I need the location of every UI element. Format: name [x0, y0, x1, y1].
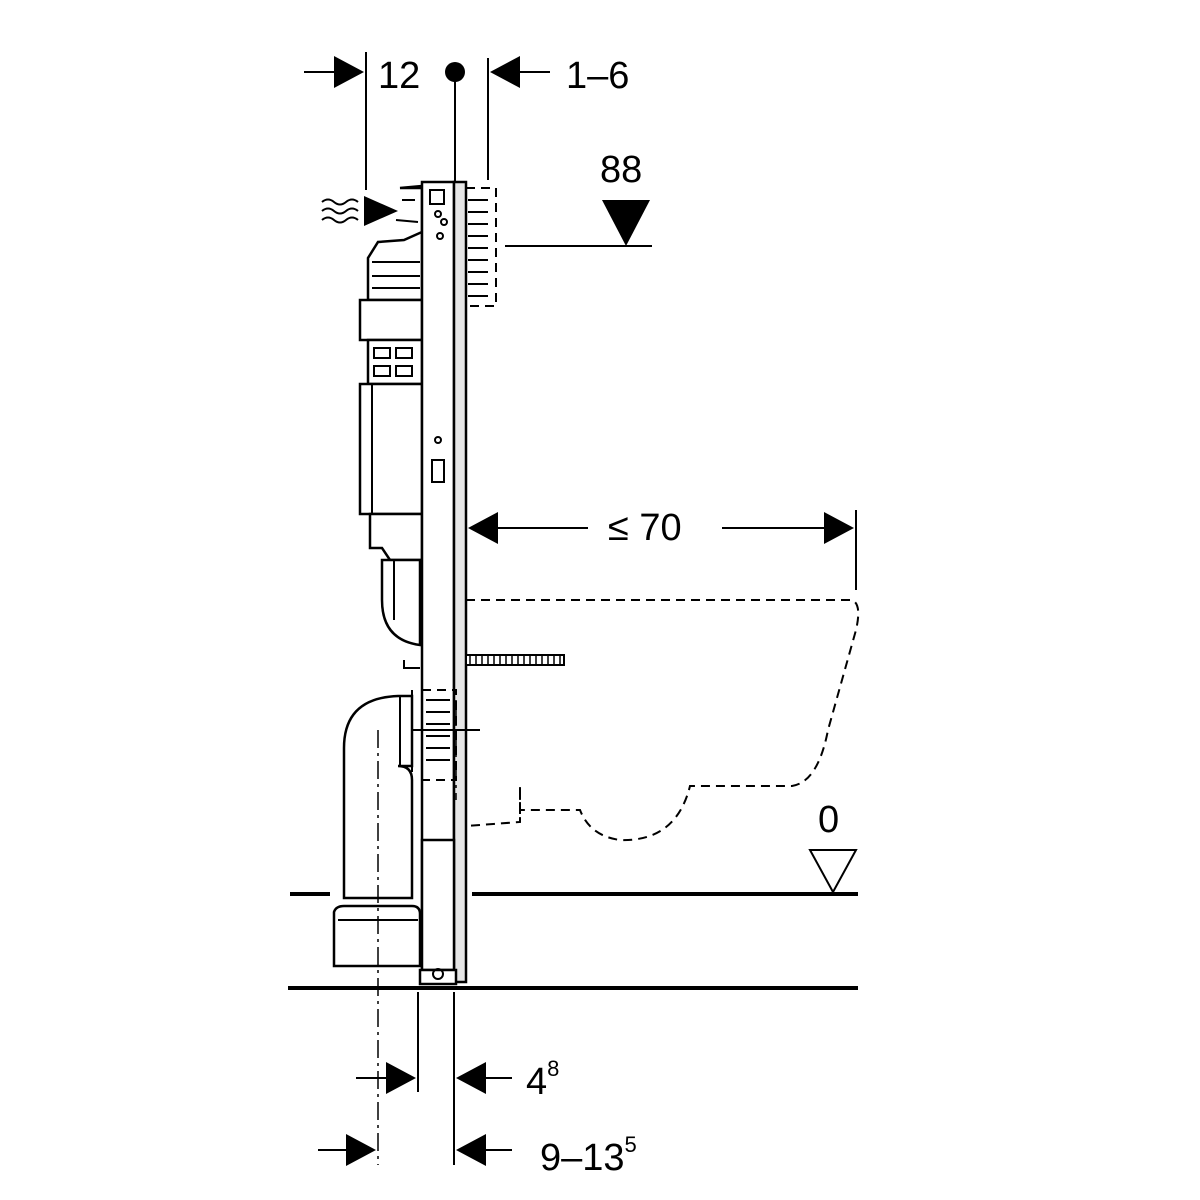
dim-label-70: ≤ 70	[608, 507, 682, 549]
frame-foot-screw	[432, 968, 444, 980]
valve-slot	[395, 347, 413, 359]
rod-body	[465, 654, 565, 666]
bottom-dimension-group: 48 9–135	[318, 992, 637, 1179]
axis-lines	[377, 700, 457, 1165]
wave-line	[321, 207, 359, 215]
dim-label-12: 12	[378, 55, 420, 97]
flush-pipe	[380, 558, 422, 669]
valve-slot	[395, 365, 413, 377]
valve-slot	[373, 365, 391, 377]
actuator-plate	[465, 187, 497, 307]
air-arrow	[364, 196, 398, 226]
cistern-body-lower	[358, 382, 424, 516]
air-inlet-arrow	[321, 196, 398, 226]
frame-foot-base	[418, 968, 458, 986]
dim-label-9-13-5: 9–135	[540, 1132, 637, 1179]
dim-arrow	[490, 56, 520, 88]
frame-bolt	[436, 232, 444, 240]
dim-label-1-6: 1–6	[566, 55, 629, 97]
actuator-outline	[465, 187, 497, 307]
bowl-projection-dimension: ≤ 70	[468, 507, 857, 590]
installation-frame	[418, 180, 468, 986]
dim-arrow	[468, 512, 498, 544]
axis-marker-dot	[445, 62, 465, 82]
frame-bolt	[434, 436, 442, 444]
dim-label-88: 88	[600, 149, 642, 191]
frame-hole	[429, 189, 445, 205]
wave-line	[321, 198, 359, 206]
dim-arrow	[334, 56, 364, 88]
bowl-outline	[465, 599, 860, 842]
threaded-rod	[465, 654, 565, 666]
drain-elbow	[332, 690, 422, 968]
flush-pipe-elbow	[380, 558, 422, 647]
floor-level-label: 0	[818, 799, 839, 841]
frame-slot	[431, 459, 445, 483]
floor-level-marker: 0	[808, 799, 858, 895]
frame-front-panel	[452, 180, 468, 984]
drain-cap	[332, 904, 422, 968]
frame-foot	[420, 838, 456, 972]
floor-lines	[288, 892, 858, 990]
level-triangle-filled	[602, 200, 650, 246]
dim-arrow	[824, 512, 854, 544]
wave-line	[321, 216, 359, 224]
dim-arrow	[456, 1062, 486, 1094]
flush-pipe-hook	[403, 660, 420, 669]
dim-sup: 5	[625, 1132, 637, 1157]
cistern-detail	[372, 199, 420, 289]
valve-slot	[373, 347, 391, 359]
level-triangle-open	[808, 849, 858, 895]
frame-bolt	[440, 218, 448, 226]
dim-main: 9–13	[540, 1137, 625, 1179]
toilet-bowl-outline	[465, 599, 860, 842]
dim-main: 4	[526, 1061, 547, 1103]
flush-height-marker: 88	[505, 149, 652, 247]
cistern	[358, 184, 424, 562]
cistern-outlet	[368, 512, 424, 562]
dim-arrow	[456, 1134, 486, 1166]
dim-arrow	[386, 1062, 416, 1094]
frame-bolt	[434, 210, 442, 218]
cistern-body-upper	[358, 298, 424, 342]
dim-label-4-8: 48	[526, 1056, 559, 1103]
top-dimension-group: 12 1–6	[304, 52, 629, 190]
cistern-valve-block	[366, 338, 424, 386]
dim-arrow	[346, 1134, 376, 1166]
dim-sup: 8	[547, 1056, 559, 1081]
